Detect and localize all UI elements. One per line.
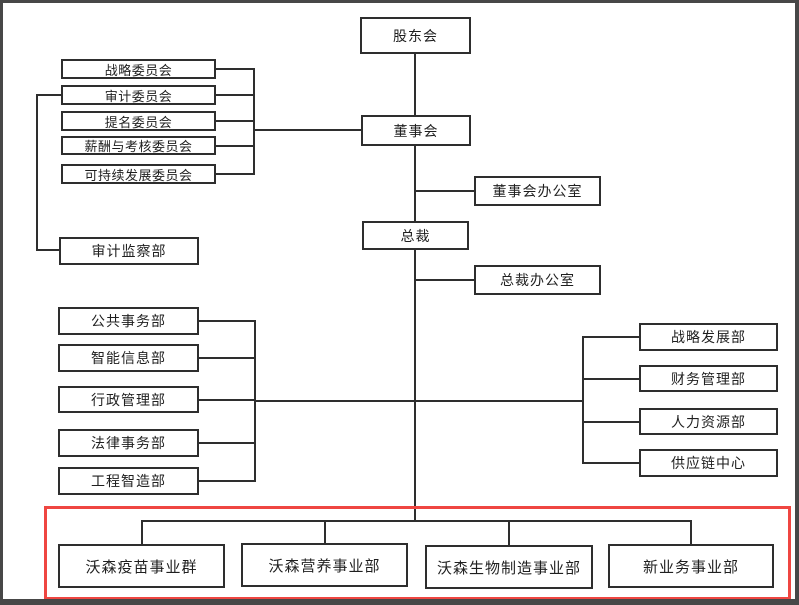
node-board-office: 董事会办公室 bbox=[474, 176, 601, 206]
connector-line bbox=[414, 250, 416, 521]
node-committee-strategy: 战略委员会 bbox=[61, 59, 216, 79]
connector-line bbox=[199, 442, 255, 444]
connector-line bbox=[141, 520, 143, 544]
node-president: 总裁 bbox=[362, 221, 469, 250]
connector-line bbox=[253, 68, 255, 175]
connector-line bbox=[253, 129, 361, 131]
connector-line bbox=[216, 94, 254, 96]
connector-line bbox=[254, 320, 256, 482]
node-dept-human-resources: 人力资源部 bbox=[639, 408, 778, 435]
node-dept-supply-chain: 供应链中心 bbox=[639, 449, 778, 477]
highlight-rectangle bbox=[44, 506, 791, 599]
node-committee-audit: 审计委员会 bbox=[61, 85, 216, 105]
connector-line bbox=[414, 190, 474, 192]
connector-line bbox=[216, 173, 254, 175]
node-dept-intelligent-information: 智能信息部 bbox=[58, 344, 199, 372]
connector-line bbox=[216, 145, 254, 147]
connector-line bbox=[582, 462, 639, 464]
connector-line bbox=[324, 520, 326, 544]
node-dept-public-affairs: 公共事务部 bbox=[58, 307, 199, 335]
connector-line bbox=[199, 320, 255, 322]
connector-line bbox=[199, 399, 255, 401]
node-dept-engineering: 工程智造部 bbox=[58, 467, 199, 495]
node-bu-new-business: 新业务事业部 bbox=[608, 544, 774, 588]
connector-line bbox=[141, 520, 692, 522]
connector-line bbox=[414, 279, 474, 281]
node-bu-biomanufacturing: 沃森生物制造事业部 bbox=[425, 545, 593, 589]
connector-line bbox=[36, 94, 61, 96]
connector-line bbox=[36, 249, 59, 251]
connector-line bbox=[216, 68, 254, 70]
connector-line bbox=[582, 378, 639, 380]
node-dept-legal-affairs: 法律事务部 bbox=[58, 429, 199, 457]
connector-line bbox=[199, 480, 255, 482]
connector-line bbox=[255, 400, 583, 402]
connector-line bbox=[582, 336, 639, 338]
node-shareholders: 股东会 bbox=[360, 17, 471, 54]
node-committee-nomination: 提名委员会 bbox=[61, 111, 216, 131]
connector-line bbox=[216, 120, 254, 122]
connector-line bbox=[508, 520, 510, 545]
connector-line bbox=[414, 146, 416, 221]
connector-line bbox=[690, 520, 692, 544]
connector-line bbox=[582, 336, 584, 464]
node-bu-nutrition: 沃森营养事业部 bbox=[241, 543, 408, 587]
node-president-office: 总裁办公室 bbox=[474, 265, 601, 295]
node-audit-supervision-dept: 审计监察部 bbox=[59, 237, 199, 265]
node-dept-financial-management: 财务管理部 bbox=[639, 365, 778, 392]
node-dept-administration: 行政管理部 bbox=[58, 386, 199, 413]
node-committee-sustainability: 可持续发展委员会 bbox=[61, 164, 216, 184]
connector-line bbox=[582, 421, 639, 423]
connector-line bbox=[199, 357, 255, 359]
node-committee-remuneration: 薪酬与考核委员会 bbox=[61, 136, 216, 155]
connector-line bbox=[36, 94, 38, 251]
node-dept-strategic-development: 战略发展部 bbox=[639, 323, 778, 351]
node-board: 董事会 bbox=[361, 115, 471, 146]
connector-line bbox=[414, 54, 416, 115]
node-bu-vaccine: 沃森疫苗事业群 bbox=[58, 544, 225, 588]
